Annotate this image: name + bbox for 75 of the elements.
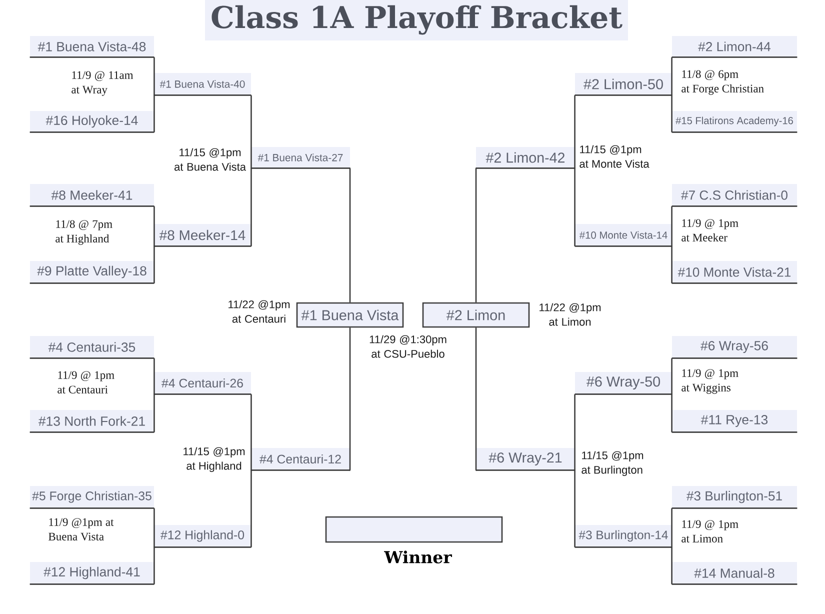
bracket-line xyxy=(574,470,576,548)
team-slot: #2 Limon-42 xyxy=(476,147,576,169)
team-slot: #14 Manual-8 xyxy=(672,562,798,585)
team-slot: #10 Monte Vista-21 xyxy=(672,261,798,284)
team-slot: #13 North Fork-21 xyxy=(30,410,154,433)
team-slot: #11 Rye-13 xyxy=(672,410,798,433)
finalist-box: #1 Buena Vista xyxy=(296,302,404,328)
bracket-line xyxy=(574,394,576,471)
team-slot: #8 Meeker-41 xyxy=(30,184,154,207)
bracket-line xyxy=(671,206,673,247)
schedule-note: 11/9 @ 11am at Wray xyxy=(72,71,134,96)
team-slot: #1 Buena Vista-40 xyxy=(154,73,252,96)
team-slot: #3 Burlington-51 xyxy=(672,486,798,509)
schedule-note: 11/15 @1pm at Buena Vista xyxy=(174,148,246,171)
bracket-line xyxy=(671,358,673,395)
bracket-line xyxy=(671,246,673,284)
winner-box xyxy=(325,516,503,543)
bracket-line xyxy=(153,394,155,432)
finalist-box: #2 Limon xyxy=(422,302,530,328)
schedule-note: 11/9 @ 1pm at Limon xyxy=(682,520,738,542)
team-slot: #5 Forge Christian-35 xyxy=(30,486,154,509)
bracket-line xyxy=(475,168,477,302)
schedule-note: 11/8 @ 6pm at Forge Christian xyxy=(682,70,764,95)
bracket-line xyxy=(574,95,576,169)
team-slot: #10 Monte Vista-14 xyxy=(574,224,672,247)
team-slot: #2 Limon-44 xyxy=(672,36,798,58)
bracket-line xyxy=(475,328,477,471)
bracket-line xyxy=(153,94,155,132)
schedule-note: 11/15 @1pm at Burlington xyxy=(582,451,644,476)
team-slot: #1 Buena Vista-27 xyxy=(250,147,350,169)
schedule-note: 11/22 @1pm at Limon xyxy=(540,303,601,326)
schedule-note: 11/15 @1pm at Highland xyxy=(184,447,245,472)
team-slot: #6 Wray-21 xyxy=(476,448,576,471)
box-caption: Winner xyxy=(384,550,452,564)
team-slot: #12 Highland-41 xyxy=(30,562,154,585)
team-slot: #7 C.S Christian-0 xyxy=(672,184,798,207)
bracket-line xyxy=(671,508,673,548)
bracket-line xyxy=(153,508,155,548)
team-slot: #16 Holyoke-14 xyxy=(30,111,154,133)
schedule-note: 11/29 @1:30pm at CSU-Pueblo xyxy=(370,335,446,358)
bracket-line xyxy=(671,546,673,584)
bracket-line xyxy=(153,57,155,96)
bracket-line xyxy=(250,95,252,169)
bracket-line xyxy=(153,358,155,395)
schedule-note: 11/9 @ 1pm at Centauri xyxy=(58,371,114,394)
bracket-line xyxy=(574,168,576,246)
bracket-line xyxy=(250,168,252,246)
bracket-line xyxy=(671,94,673,132)
bracket-line xyxy=(349,328,351,471)
bracket-line xyxy=(153,206,155,247)
bracket-line xyxy=(153,246,155,284)
bracket-line xyxy=(250,470,252,548)
bracket-line xyxy=(671,394,673,432)
schedule-note: 11/8 @ 7pm at Highland xyxy=(56,220,112,245)
team-slot: #4 Centauri-35 xyxy=(30,336,154,359)
team-slot: #15 Flatirons Academy-16 xyxy=(672,111,798,133)
team-slot: #8 Meeker-14 xyxy=(154,224,252,247)
schedule-note: 11/9 @ 1pm at Wiggins xyxy=(682,369,738,394)
schedule-note: 11/15 @1pm at Monte Vista xyxy=(580,145,650,168)
schedule-note: 11/9 @1pm at Buena Vista xyxy=(48,518,114,541)
team-slot: #6 Wray-56 xyxy=(672,336,798,359)
bracket-line xyxy=(153,546,155,584)
team-slot: #3 Burlington-14 xyxy=(574,525,672,548)
team-slot: #12 Highland-0 xyxy=(154,525,252,548)
team-slot: #2 Limon-50 xyxy=(574,73,672,96)
team-slot: #6 Wray-50 xyxy=(574,372,672,395)
team-slot: #1 Buena Vista-48 xyxy=(30,36,154,58)
team-slot: #9 Platte Valley-18 xyxy=(30,261,154,284)
bracket-line xyxy=(349,168,351,302)
bracket-line xyxy=(250,394,252,471)
team-slot: #4 Centauri-12 xyxy=(250,448,350,471)
bracket-line xyxy=(671,57,673,96)
team-slot: #4 Centauri-26 xyxy=(154,372,252,395)
title: Class 1A Playoff Bracket xyxy=(205,0,628,40)
schedule-note: 11/9 @ 1pm at Meeker xyxy=(682,219,738,242)
